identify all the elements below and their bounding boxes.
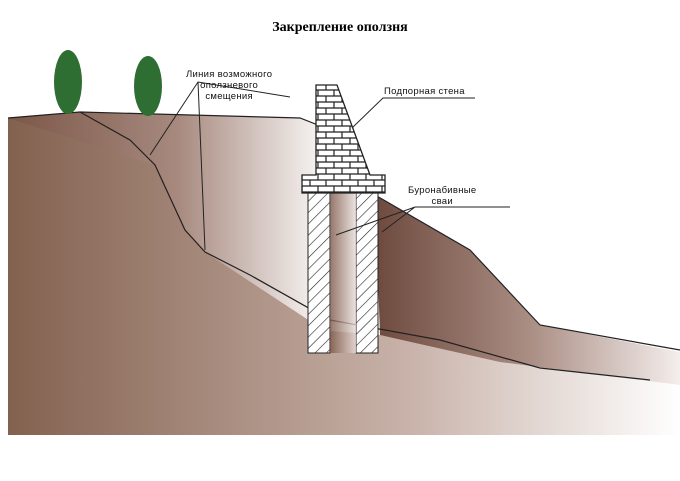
label-line: оползневого <box>200 80 259 91</box>
pile-left <box>307 192 331 354</box>
piles-label: Буронабивные сваи <box>408 185 477 207</box>
label-line: Буронабивные <box>408 185 477 196</box>
wall-leader <box>351 97 475 129</box>
label-line: смещения <box>205 91 253 102</box>
piles-leader <box>335 206 510 236</box>
slide-line-label: Линия возможного оползневого смещения <box>186 69 272 102</box>
tree-icon <box>54 50 82 114</box>
slide-line-leader <box>149 81 291 251</box>
retaining-wall-label: Подпорная стена <box>384 86 465 97</box>
right-soil-wedge <box>375 195 680 385</box>
pile-right <box>355 192 379 354</box>
label-line: Линия возможного <box>186 69 273 80</box>
right-slope-line <box>374 194 680 351</box>
tree-icon <box>134 56 162 116</box>
label-line: сваи <box>431 196 453 207</box>
diagram-title: Закрепление оползня <box>272 20 408 35</box>
slide-boundary-line <box>79 111 651 381</box>
slide-mass <box>8 112 316 325</box>
retaining-wall <box>301 84 386 194</box>
pile-gap <box>330 193 356 353</box>
ground-surface-line <box>7 111 319 126</box>
